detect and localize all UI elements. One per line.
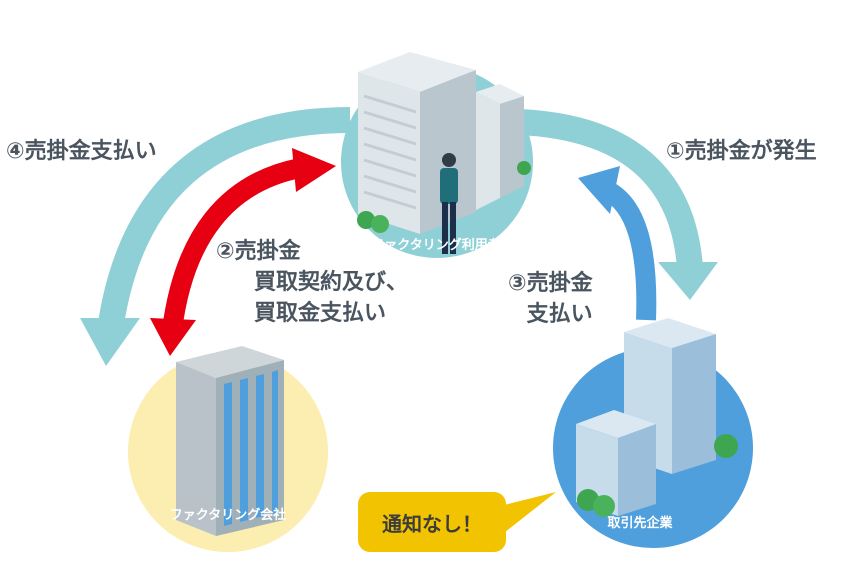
business-partner-label: 取引先企業 — [607, 516, 673, 531]
step3-label: ③売掛金 支払い — [508, 268, 593, 330]
person-icon — [440, 153, 458, 254]
callout-text: 通知なし！ — [382, 511, 482, 536]
building-icon — [576, 318, 738, 517]
step1-label: ①売掛金が発生 — [666, 139, 817, 164]
teal-arrow-right — [519, 109, 703, 270]
callout-tail — [500, 492, 556, 536]
no-notification-callout: 通知なし！ — [358, 492, 506, 552]
step2-line3: 買取金支払い — [254, 301, 387, 326]
red-arrowhead-bottom — [150, 318, 196, 356]
blue-arrowhead — [578, 166, 620, 214]
teal-arrow-left — [97, 107, 351, 332]
node-factoring-user — [341, 52, 533, 258]
factoring-company-label: ファクタリング会社 — [169, 508, 287, 523]
node-business-partner — [553, 318, 753, 548]
building-icon — [357, 52, 531, 234]
step2-line1: ②売掛金 — [216, 239, 301, 264]
red-arrow — [162, 158, 303, 332]
red-arrowhead-top — [292, 148, 336, 192]
building-icon — [176, 346, 284, 536]
step3-line1: ③売掛金 — [508, 271, 593, 296]
step3-line2: 支払い — [526, 302, 593, 327]
teal-arrowhead-right — [658, 262, 718, 300]
step2-line2: 買取契約及び、 — [254, 270, 409, 295]
teal-arrowhead-left — [80, 318, 140, 366]
step2-label: ②売掛金 買取契約及び、 買取金支払い — [216, 236, 408, 329]
blue-arrow — [601, 180, 657, 321]
node-factoring-company — [128, 346, 328, 552]
step4-label: ④売掛金支払い — [6, 139, 157, 164]
factoring-user-label: ファクタリング利用者 — [371, 238, 501, 253]
